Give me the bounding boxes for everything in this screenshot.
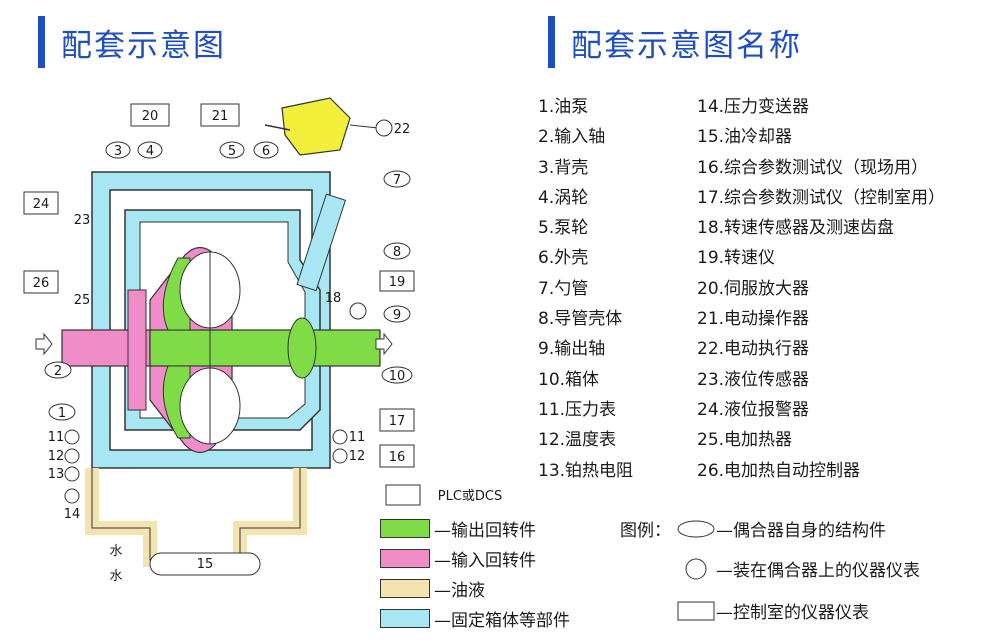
name-item-23: 23.液位传感器 xyxy=(697,369,810,390)
header-right-title: 配套示意图名称 xyxy=(571,27,802,64)
turbine-pump-chambers xyxy=(179,251,241,445)
legend-output: —输出回转件 xyxy=(380,516,536,541)
label-14: 14 xyxy=(64,507,81,522)
legend-fixed: —固定箱体等部件 xyxy=(380,606,570,631)
label-12-left: 12 xyxy=(48,449,65,464)
legend-control-room-label: —控制室的仪器仪表 xyxy=(716,603,869,623)
label-26: 26 xyxy=(33,276,50,291)
legend-structural-label: —偶合器自身的结构件 xyxy=(716,521,886,541)
label-20: 20 xyxy=(142,109,159,124)
legend-on-coupling: —装在偶合器上的仪器仪表 xyxy=(676,556,920,581)
label-22: 22 xyxy=(394,122,411,137)
name-item-9: 9.输出轴 xyxy=(538,339,606,360)
name-item-1: 1.油泵 xyxy=(538,97,589,117)
name-item-26: 26.电加热自动控制器 xyxy=(697,460,861,481)
names-column-2: 14.压力变送器 15.油冷却器 16.综合参数测试仪（现场用） 17.综合参数测试仪… xyxy=(697,92,945,486)
name-item-3: 3.背壳 xyxy=(538,157,589,178)
name-item-4: 4.涡轮 xyxy=(538,187,589,208)
ellipse-symbol xyxy=(677,520,715,537)
scoop-tube-and-actuator xyxy=(264,97,379,292)
name-item-25: 25.电加热器 xyxy=(697,430,793,451)
name-item-13: 13.铂热电阻 xyxy=(538,460,634,481)
legend-input-label: —输入回转件 xyxy=(434,551,536,571)
label-13: 13 xyxy=(48,467,65,482)
oil-circuit xyxy=(85,468,307,567)
names-column-1: 1.油泵 2.输入轴 3.背壳 4.涡轮 5.泵轮 6.外壳 7.勺管 8.导管壳体 9.输出轴… xyxy=(538,92,633,486)
label-18: 18 xyxy=(325,291,342,306)
swatch-oil xyxy=(380,579,430,598)
rectangle-symbol xyxy=(677,601,715,620)
label-25: 25 xyxy=(74,293,91,308)
label-9: 9 xyxy=(393,308,401,323)
label-15: 15 xyxy=(197,557,214,572)
label-21: 21 xyxy=(212,109,229,124)
water-label-1: 水 xyxy=(109,544,122,559)
legend-oil-label: —油液 xyxy=(434,581,485,601)
label-23: 23 xyxy=(74,213,91,228)
legend-output-label: —输出回转件 xyxy=(434,521,536,541)
label-1: 1 xyxy=(58,406,66,421)
label-7: 7 xyxy=(393,173,401,188)
legend-heading: 图例： xyxy=(620,521,671,541)
name-item-10: 10.箱体 xyxy=(538,369,600,390)
plc-dcs-label: PLC或DCS xyxy=(438,489,503,504)
name-item-17: 17.综合参数测试仪（控制室用） xyxy=(697,187,946,208)
name-item-24: 24.液位报警器 xyxy=(697,399,810,420)
control-boxes xyxy=(23,103,421,576)
name-item-8: 8.导管壳体 xyxy=(538,309,623,330)
legend-input: —输入回转件 xyxy=(380,546,536,571)
name-item-7: 7.勺管 xyxy=(538,278,589,299)
header-right: 配套示意图名称 xyxy=(548,14,802,70)
swatch-output xyxy=(380,519,430,538)
name-item-21: 21.电动操作器 xyxy=(697,309,810,330)
label-19: 19 xyxy=(389,275,406,290)
label-16: 16 xyxy=(389,450,406,465)
circle-symbol xyxy=(685,558,707,579)
name-item-22: 22.电动执行器 xyxy=(697,339,810,360)
header-left-accent-bar xyxy=(38,16,45,68)
legend-oil: —油液 xyxy=(380,576,485,601)
label-2: 2 xyxy=(54,364,62,379)
label-3: 3 xyxy=(114,144,122,159)
name-item-16: 16.综合参数测试仪（现场用） xyxy=(697,157,929,178)
label-10: 10 xyxy=(389,369,406,384)
label-12-right: 12 xyxy=(349,449,366,464)
label-24: 24 xyxy=(33,197,50,212)
label-5: 5 xyxy=(228,144,236,159)
legend-on-coupling-label: —装在偶合器上的仪器仪表 xyxy=(716,561,920,581)
swatch-fixed xyxy=(380,609,430,628)
legend-structural: —偶合器自身的结构件 xyxy=(676,516,886,541)
header-right-accent-bar xyxy=(548,16,555,68)
instrument-circles xyxy=(64,119,393,504)
label-8: 8 xyxy=(393,245,401,260)
name-item-6: 6.外壳 xyxy=(538,248,589,269)
label-11-right: 11 xyxy=(349,430,366,445)
name-item-2: 2.输入轴 xyxy=(538,127,606,148)
swatch-input xyxy=(380,549,430,568)
name-item-20: 20.伺服放大器 xyxy=(697,278,810,299)
label-17: 17 xyxy=(389,414,406,429)
name-item-15: 15.油冷却器 xyxy=(697,127,793,148)
name-item-11: 11.压力表 xyxy=(538,399,617,420)
water-label-2: 水 xyxy=(109,569,122,584)
flow-arrows xyxy=(35,332,393,356)
coupling-schematic-diagram: 3 4 5 6 7 8 9 10 2 1 11 12 13 14 11 12 1… xyxy=(23,97,503,584)
label-4: 4 xyxy=(146,144,154,159)
name-item-12: 12.温度表 xyxy=(538,430,617,451)
name-item-18: 18.转速传感器及测速齿盘 xyxy=(697,218,895,239)
label-11-left: 11 xyxy=(48,430,65,445)
name-item-5: 5.泵轮 xyxy=(538,218,589,239)
legend-fixed-label: —固定箱体等部件 xyxy=(434,611,570,631)
name-item-14: 14.压力变送器 xyxy=(697,97,810,117)
label-6: 6 xyxy=(262,144,270,159)
header-left-title: 配套示意图 xyxy=(61,27,226,64)
legend-control-room: —控制室的仪器仪表 xyxy=(676,598,869,623)
name-item-19: 19.转速仪 xyxy=(697,248,776,269)
part-number-labels: 3 4 5 6 7 8 9 10 2 1 11 12 13 14 11 12 1… xyxy=(33,109,503,584)
header-left: 配套示意图 xyxy=(38,14,226,70)
